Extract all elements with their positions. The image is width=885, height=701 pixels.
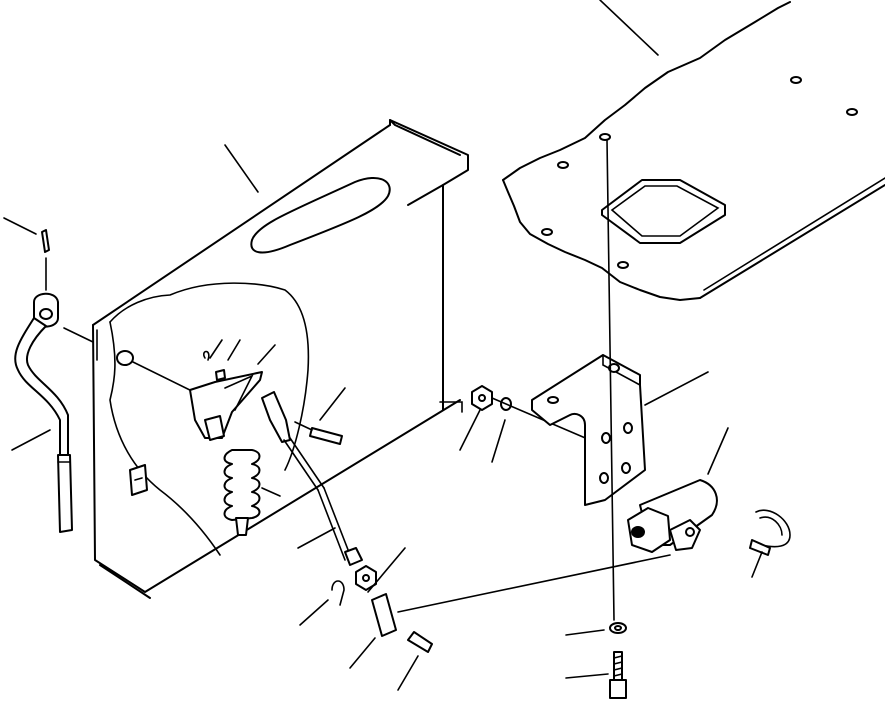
control-box [92, 119, 469, 599]
cylinder-switch [627, 479, 791, 556]
bracket [531, 139, 646, 621]
floor-plate [502, 1, 885, 301]
lever-assembly [14, 229, 94, 533]
inner-mechanism [116, 350, 363, 566]
fasteners [331, 385, 671, 699]
leader-lines [3, 0, 763, 691]
